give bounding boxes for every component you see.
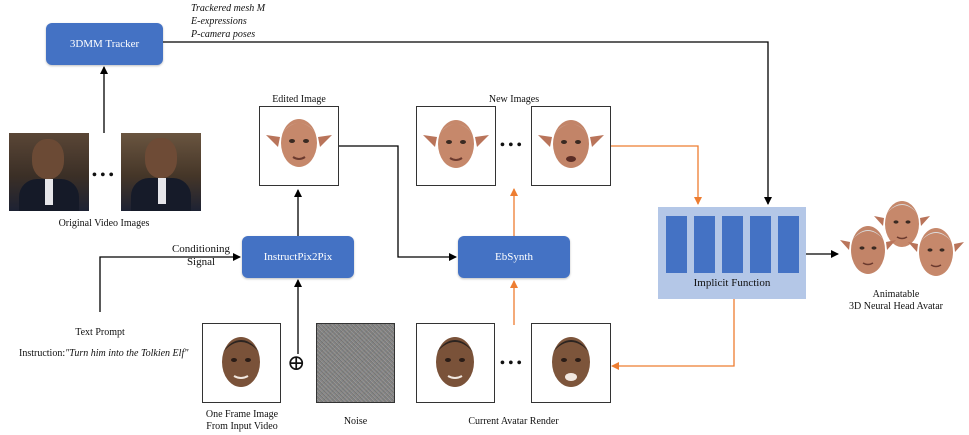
face-icon	[222, 337, 260, 387]
edited-image-frame	[259, 106, 339, 186]
avatar-heads	[840, 194, 964, 286]
arrow-implicit-to-render	[611, 299, 735, 370]
ebsynth-node: EbSynth	[458, 236, 570, 278]
implicit-layer-2	[694, 216, 715, 273]
elf-face-icon	[538, 120, 604, 168]
instruction-text: "Turn him into the Tolkien Elf"	[65, 348, 189, 359]
current-render-frame-1	[416, 323, 495, 403]
original-video-frame-1	[9, 133, 89, 211]
plus-operator-icon: ⊕	[287, 350, 306, 375]
instruction-prefix: Instruction:	[19, 348, 66, 359]
render-ellipsis: • • •	[500, 356, 522, 371]
arrow-text-to-instructpix2pix	[99, 253, 241, 312]
video-ellipsis: • • •	[92, 168, 114, 183]
new-image-frame-2	[531, 106, 611, 186]
elf-face-icon	[423, 120, 489, 168]
implicit-function-label: Implicit Function	[693, 277, 771, 289]
arrow-tracker-to-implicit	[163, 41, 772, 205]
face-icon	[552, 337, 590, 387]
one-frame-label-line2: From Input Video	[206, 421, 278, 432]
noise-label: Noise	[343, 416, 368, 427]
current-render-frame-2	[531, 323, 611, 403]
implicit-function-panel: Implicit Function	[658, 207, 806, 299]
arrow-new-to-implicit	[611, 145, 702, 205]
implicit-layer-5	[778, 216, 799, 273]
signal-label: Signal	[186, 256, 216, 268]
implicit-layer-4	[750, 216, 771, 273]
avatar-label-line2: 3D Neural Head Avatar	[849, 301, 943, 312]
tracker-output-poses: P-camera poses	[191, 29, 256, 40]
tracker-output-mesh: Trackered mesh M	[191, 3, 266, 14]
new-images-ellipsis: • • •	[500, 138, 522, 153]
tracker-output-expressions: E-expressions	[191, 16, 247, 27]
one-frame-image	[202, 323, 281, 403]
tracker-node: 3DMM Tracker	[46, 23, 163, 65]
original-video-frame-2	[121, 133, 201, 211]
implicit-layer-3	[722, 216, 743, 273]
arrow-edited-to-ebsynth	[339, 145, 457, 261]
original-video-label: Original Video Images	[58, 218, 150, 229]
instructpix2pix-node: InstructPix2Pix	[242, 236, 354, 278]
new-images-label: New Images	[488, 94, 540, 105]
face-icon	[436, 337, 474, 387]
avatar-label-line1: Animatable	[872, 289, 920, 300]
new-image-frame-1	[416, 106, 496, 186]
elf-avatar-icon	[840, 201, 964, 276]
noise-image	[316, 323, 395, 403]
instruction-line: Instruction:"Turn him into the Tolkien E…	[19, 348, 188, 360]
elf-face-icon	[266, 119, 332, 167]
text-prompt-label: Text Prompt	[75, 327, 125, 338]
one-frame-label-line1: One Frame Image	[205, 409, 279, 420]
implicit-layer-1	[666, 216, 687, 273]
edited-image-label: Edited Image	[272, 94, 326, 105]
current-render-label: Current Avatar Render	[468, 416, 559, 427]
conditioning-label: Conditioning	[171, 243, 231, 255]
